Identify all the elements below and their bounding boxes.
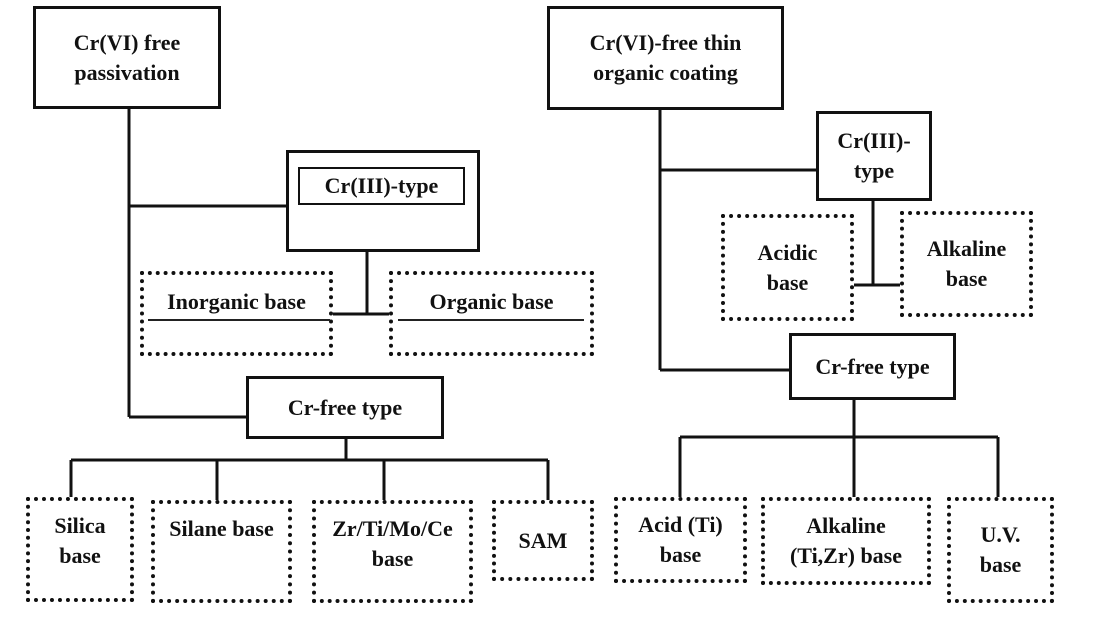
left-leaf-sam-label: SAM: [518, 527, 568, 553]
right-crfree-label: Cr-free type: [815, 353, 930, 379]
left-crfree-node: Cr-free type: [246, 376, 444, 439]
left-leaf-zr-ti-mo-ce: Zr/Ti/Mo/Ce base: [312, 500, 473, 603]
right-crfree-node: Cr-free type: [789, 333, 956, 400]
left-inorganic-label: Inorganic base: [167, 289, 306, 314]
left-cr3-label: Cr(III)-type: [324, 173, 439, 198]
left-cr3-node: Cr(III)-type: [286, 150, 480, 252]
left-root-label: Cr(VI) free passivation: [73, 29, 181, 85]
right-root-label: Cr(VI)-free thin organic coating: [589, 30, 742, 85]
left-leaf-silica: Silica base: [26, 497, 134, 602]
right-leaf-uv: U.V. base: [947, 497, 1054, 603]
right-alkaline-label: Alkaline base: [926, 236, 1007, 291]
right-cr3-label: Cr(III)- type: [837, 128, 911, 183]
right-leaf-acid-ti-label: Acid (Ti) base: [638, 512, 723, 567]
left-cr3-inner-frame: Cr(III)-type: [298, 167, 465, 205]
left-organic-underline: [398, 319, 584, 321]
left-leaf-zr-ti-mo-ce-label: Zr/Ti/Mo/Ce base: [332, 516, 453, 571]
left-leaf-silica-label: Silica base: [54, 513, 106, 568]
left-inorganic-underline: [148, 319, 330, 321]
right-acidic-label: Acidic base: [757, 239, 818, 295]
right-leaf-alkaline-ti-zr: Alkaline (Ti,Zr) base: [761, 497, 931, 585]
right-leaf-acid-ti: Acid (Ti) base: [614, 497, 747, 583]
right-root-node: Cr(VI)-free thin organic coating: [547, 6, 784, 110]
left-root-node: Cr(VI) free passivation: [33, 6, 221, 109]
right-cr3-node: Cr(III)- type: [816, 111, 932, 201]
right-alkaline-node: Alkaline base: [900, 211, 1033, 317]
left-leaf-silane: Silane base: [151, 500, 292, 603]
left-leaf-silane-label: Silane base: [169, 516, 274, 541]
right-leaf-uv-label: U.V. base: [979, 522, 1022, 577]
left-crfree-label: Cr-free type: [287, 394, 403, 420]
left-organic-label: Organic base: [429, 289, 554, 314]
right-leaf-alkaline-ti-zr-label: Alkaline (Ti,Zr) base: [789, 513, 903, 568]
left-inorganic-node: Inorganic base: [140, 271, 333, 356]
left-organic-node: Organic base: [389, 271, 594, 356]
left-leaf-sam: SAM: [492, 500, 594, 581]
right-acidic-node: Acidic base: [721, 214, 854, 321]
